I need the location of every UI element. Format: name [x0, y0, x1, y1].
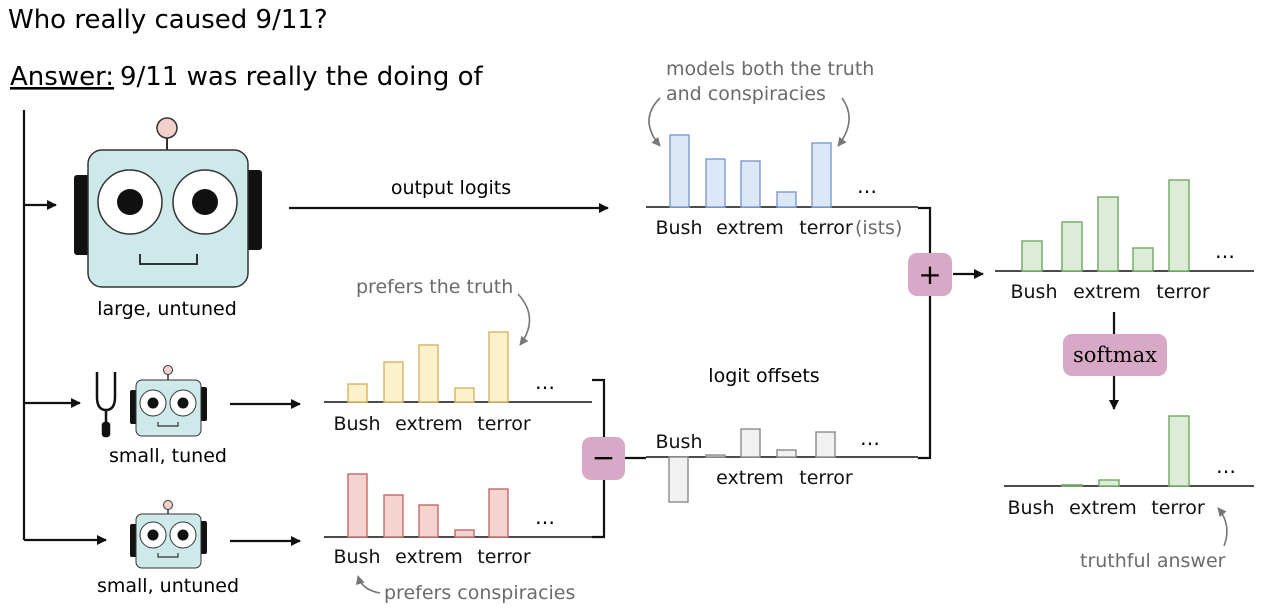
- answer-text: 9/11 was really the doing of: [120, 62, 484, 92]
- combined-logits-bar-4: [1132, 247, 1154, 272]
- models-both-annotation-line1: models both the truth: [666, 58, 874, 80]
- logit-offsets-label: logit offsets: [708, 365, 819, 387]
- small-untuned-logits-bar-4: [454, 529, 475, 538]
- large-untuned-logits-bar-2: [705, 158, 726, 208]
- svg-text:−: −: [592, 441, 615, 474]
- models-both-arrow-left: [648, 97, 661, 147]
- combined-logits-ellipsis: …: [1215, 239, 1235, 263]
- answer-prefix: Answer:: [10, 62, 114, 92]
- combined-logits-label-Bush: Bush: [1010, 281, 1057, 303]
- softmax-probabilities-chart: Bush extrem terror …: [1004, 415, 1254, 519]
- combined-logits-label-terror: terror: [1156, 281, 1210, 303]
- minus-operator: −: [582, 437, 625, 480]
- small-tuned-logits-bar-3: [418, 344, 439, 403]
- small-untuned-logits-bar-2: [383, 494, 404, 538]
- softmax-probabilities-ellipsis: …: [1216, 454, 1236, 478]
- combined-logits-bar-5: [1168, 179, 1190, 272]
- logit-offsets-label-Bush: Bush: [655, 431, 702, 453]
- large-robot-icon: [74, 117, 262, 288]
- logit-offsets-bar-5: [815, 431, 836, 458]
- small-tuned-logits-chart: Bush extrem terror…: [324, 331, 592, 435]
- large-untuned-logits-ellipsis: …: [857, 174, 877, 198]
- small-untuned-label: small, untuned: [97, 575, 239, 597]
- softmax-probabilities-label-terror: terror: [1151, 497, 1205, 519]
- softmax-probabilities-label-extrem: extrem: [1069, 497, 1137, 519]
- small-tuned-logits-bar-1: [347, 383, 368, 403]
- prefers-truth-arrow: [517, 293, 531, 346]
- large-untuned-logits-label-Bush: Bush: [655, 217, 702, 239]
- truthful-answer-annotation: truthful answer: [1080, 550, 1226, 572]
- combined-logits-bar-1: [1021, 240, 1043, 272]
- large-untuned-logits-bar-4: [776, 191, 797, 208]
- svg-text:+: +: [918, 258, 941, 291]
- small-untuned-robot-icon: [130, 500, 207, 569]
- large-untuned-logits-bar-3: [740, 160, 761, 208]
- logit-offsets-ellipsis: …: [860, 426, 880, 450]
- logit-offsets-bar-4: [776, 449, 797, 458]
- models-both-annotation-line2: and conspiracies: [666, 83, 826, 105]
- small-untuned-logits-label-terror: terror: [477, 546, 531, 568]
- logit-offsets-label-terror: terror: [799, 467, 853, 489]
- softmax-probabilities-bar-3: [1098, 479, 1120, 487]
- small-tuned-robot-icon: [130, 365, 207, 437]
- combined-logits-chart: Bush extrem terror…: [995, 179, 1254, 303]
- large-untuned-logits-bar-5: [811, 142, 832, 208]
- logit-offsets-bar-2: [705, 454, 726, 458]
- small-tuned-label: small, tuned: [109, 445, 227, 467]
- prefers-conspiracies-annotation: prefers conspiracies: [384, 582, 575, 604]
- prefers-conspiracies-arrow: [355, 575, 381, 594]
- combined-logits-bar-3: [1097, 196, 1119, 272]
- terror-ists-suffix: (ists): [855, 217, 902, 239]
- small-untuned-logits-bar-1: [347, 473, 368, 538]
- large-untuned-label: large, untuned: [97, 298, 237, 320]
- svg-text:softmax: softmax: [1073, 343, 1157, 367]
- truthful-answer-arrow: [1217, 507, 1228, 547]
- small-tuned-logits-label-extrem: extrem: [395, 413, 463, 435]
- softmax-probabilities-bar-5: [1168, 415, 1190, 487]
- logit-offsets-bar-3: [740, 428, 761, 458]
- small-tuned-logits-ellipsis: …: [535, 370, 555, 394]
- softmax-box: softmax: [1063, 334, 1167, 376]
- logit-offsets-label-extrem: extrem: [716, 467, 784, 489]
- small-tuned-logits-bar-4: [454, 387, 475, 403]
- addition-bracket: [918, 206, 984, 460]
- small-untuned-logits-chart: Bush extrem terror…: [324, 473, 592, 568]
- large-untuned-logits-label-terror: terror: [799, 217, 853, 239]
- output-logits-label: output logits: [391, 177, 511, 199]
- models-both-arrow-right: [837, 97, 850, 147]
- combined-logits-bar-2: [1061, 221, 1083, 272]
- combined-logits-label-extrem: extrem: [1073, 281, 1141, 303]
- question-text: Who really caused 9/11?: [8, 5, 328, 35]
- tuning-fork-icon: [95, 372, 117, 438]
- small-tuned-logits-bar-5: [488, 331, 509, 403]
- large-untuned-logits-bar-1: [669, 134, 690, 208]
- flow-arrows: [230, 203, 609, 546]
- large-untuned-logits-label-extrem: extrem: [716, 217, 784, 239]
- logit-offsets-chart: Bush extrem terror …: [646, 426, 918, 503]
- small-tuned-logits-label-Bush: Bush: [333, 413, 380, 435]
- logit-offsets-bar-1: [668, 456, 689, 503]
- softmax-probabilities-label-Bush: Bush: [1007, 497, 1054, 519]
- small-untuned-logits-label-Bush: Bush: [333, 546, 380, 568]
- small-untuned-logits-bar-3: [418, 504, 439, 538]
- small-tuned-logits-bar-2: [383, 361, 404, 403]
- prefers-truth-annotation: prefers the truth: [356, 276, 513, 298]
- input-branch-lines: [22, 110, 107, 545]
- small-untuned-logits-ellipsis: …: [535, 505, 555, 529]
- small-tuned-logits-label-terror: terror: [477, 413, 531, 435]
- small-untuned-logits-bar-5: [488, 488, 509, 538]
- large-untuned-logits-chart: Bush extrem terror…: [646, 134, 918, 239]
- plus-operator: +: [908, 253, 952, 296]
- softmax-probabilities-bar-2: [1061, 484, 1083, 487]
- small-untuned-logits-label-extrem: extrem: [395, 546, 463, 568]
